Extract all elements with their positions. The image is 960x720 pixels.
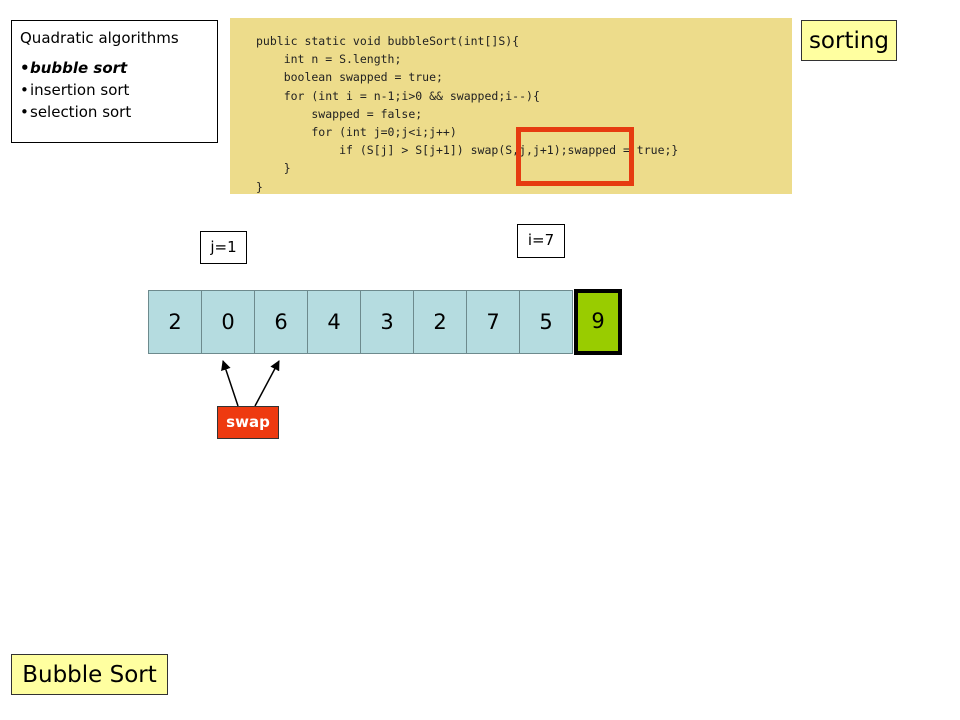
algorithm-menu: Quadratic algorithms bubble sort inserti… xyxy=(11,20,218,143)
code-line: } xyxy=(256,161,291,176)
array-cell: 7 xyxy=(466,290,520,354)
sorting-label: sorting xyxy=(801,20,897,61)
array-cell-sorted: 9 xyxy=(574,289,622,355)
array-cell: 2 xyxy=(413,290,467,354)
menu-item-selection-sort: selection sort xyxy=(20,101,209,123)
arrow-to-right-cell xyxy=(254,360,280,407)
code-line: public static void bubbleSort(int[]S){ xyxy=(256,34,520,48)
menu-item-insertion-sort: insertion sort xyxy=(20,79,209,101)
code-line: int n = S.length; xyxy=(256,52,402,67)
array-cell: 2 xyxy=(148,290,202,354)
menu-title: Quadratic algorithms xyxy=(20,29,179,47)
code-line: boolean swapped = true; xyxy=(256,70,443,85)
code-line: for (int i = n-1;i>0 && swapped;i--){ xyxy=(256,88,540,103)
code-line: if (S[j] > S[j+1]) swap(S,j,j+1);swapped… xyxy=(256,143,679,158)
array-cell: 6 xyxy=(254,290,308,354)
j-index-label: j=1 xyxy=(200,231,247,264)
code-line: swapped = false; xyxy=(256,106,423,121)
swap-call-highlight xyxy=(516,127,634,186)
array-cell: 3 xyxy=(360,290,414,354)
code-panel: public static void bubbleSort(int[]S){ i… xyxy=(230,18,792,194)
code-line: for (int j=0;j<i;j++) xyxy=(256,125,457,140)
algorithm-list: bubble sort insertion sort selection sor… xyxy=(20,57,209,123)
arrow-to-left-cell xyxy=(221,360,239,407)
code-listing: public static void bubbleSort(int[]S){ i… xyxy=(256,32,678,196)
slide-title: Bubble Sort xyxy=(11,654,168,695)
swap-label: swap xyxy=(217,406,279,439)
i-index-label: i=7 xyxy=(517,224,565,258)
code-line: } xyxy=(256,179,263,194)
menu-item-bubble-sort: bubble sort xyxy=(20,57,209,79)
array-cell: 5 xyxy=(519,290,573,354)
array-cell: 0 xyxy=(201,290,255,354)
array-cell: 4 xyxy=(307,290,361,354)
